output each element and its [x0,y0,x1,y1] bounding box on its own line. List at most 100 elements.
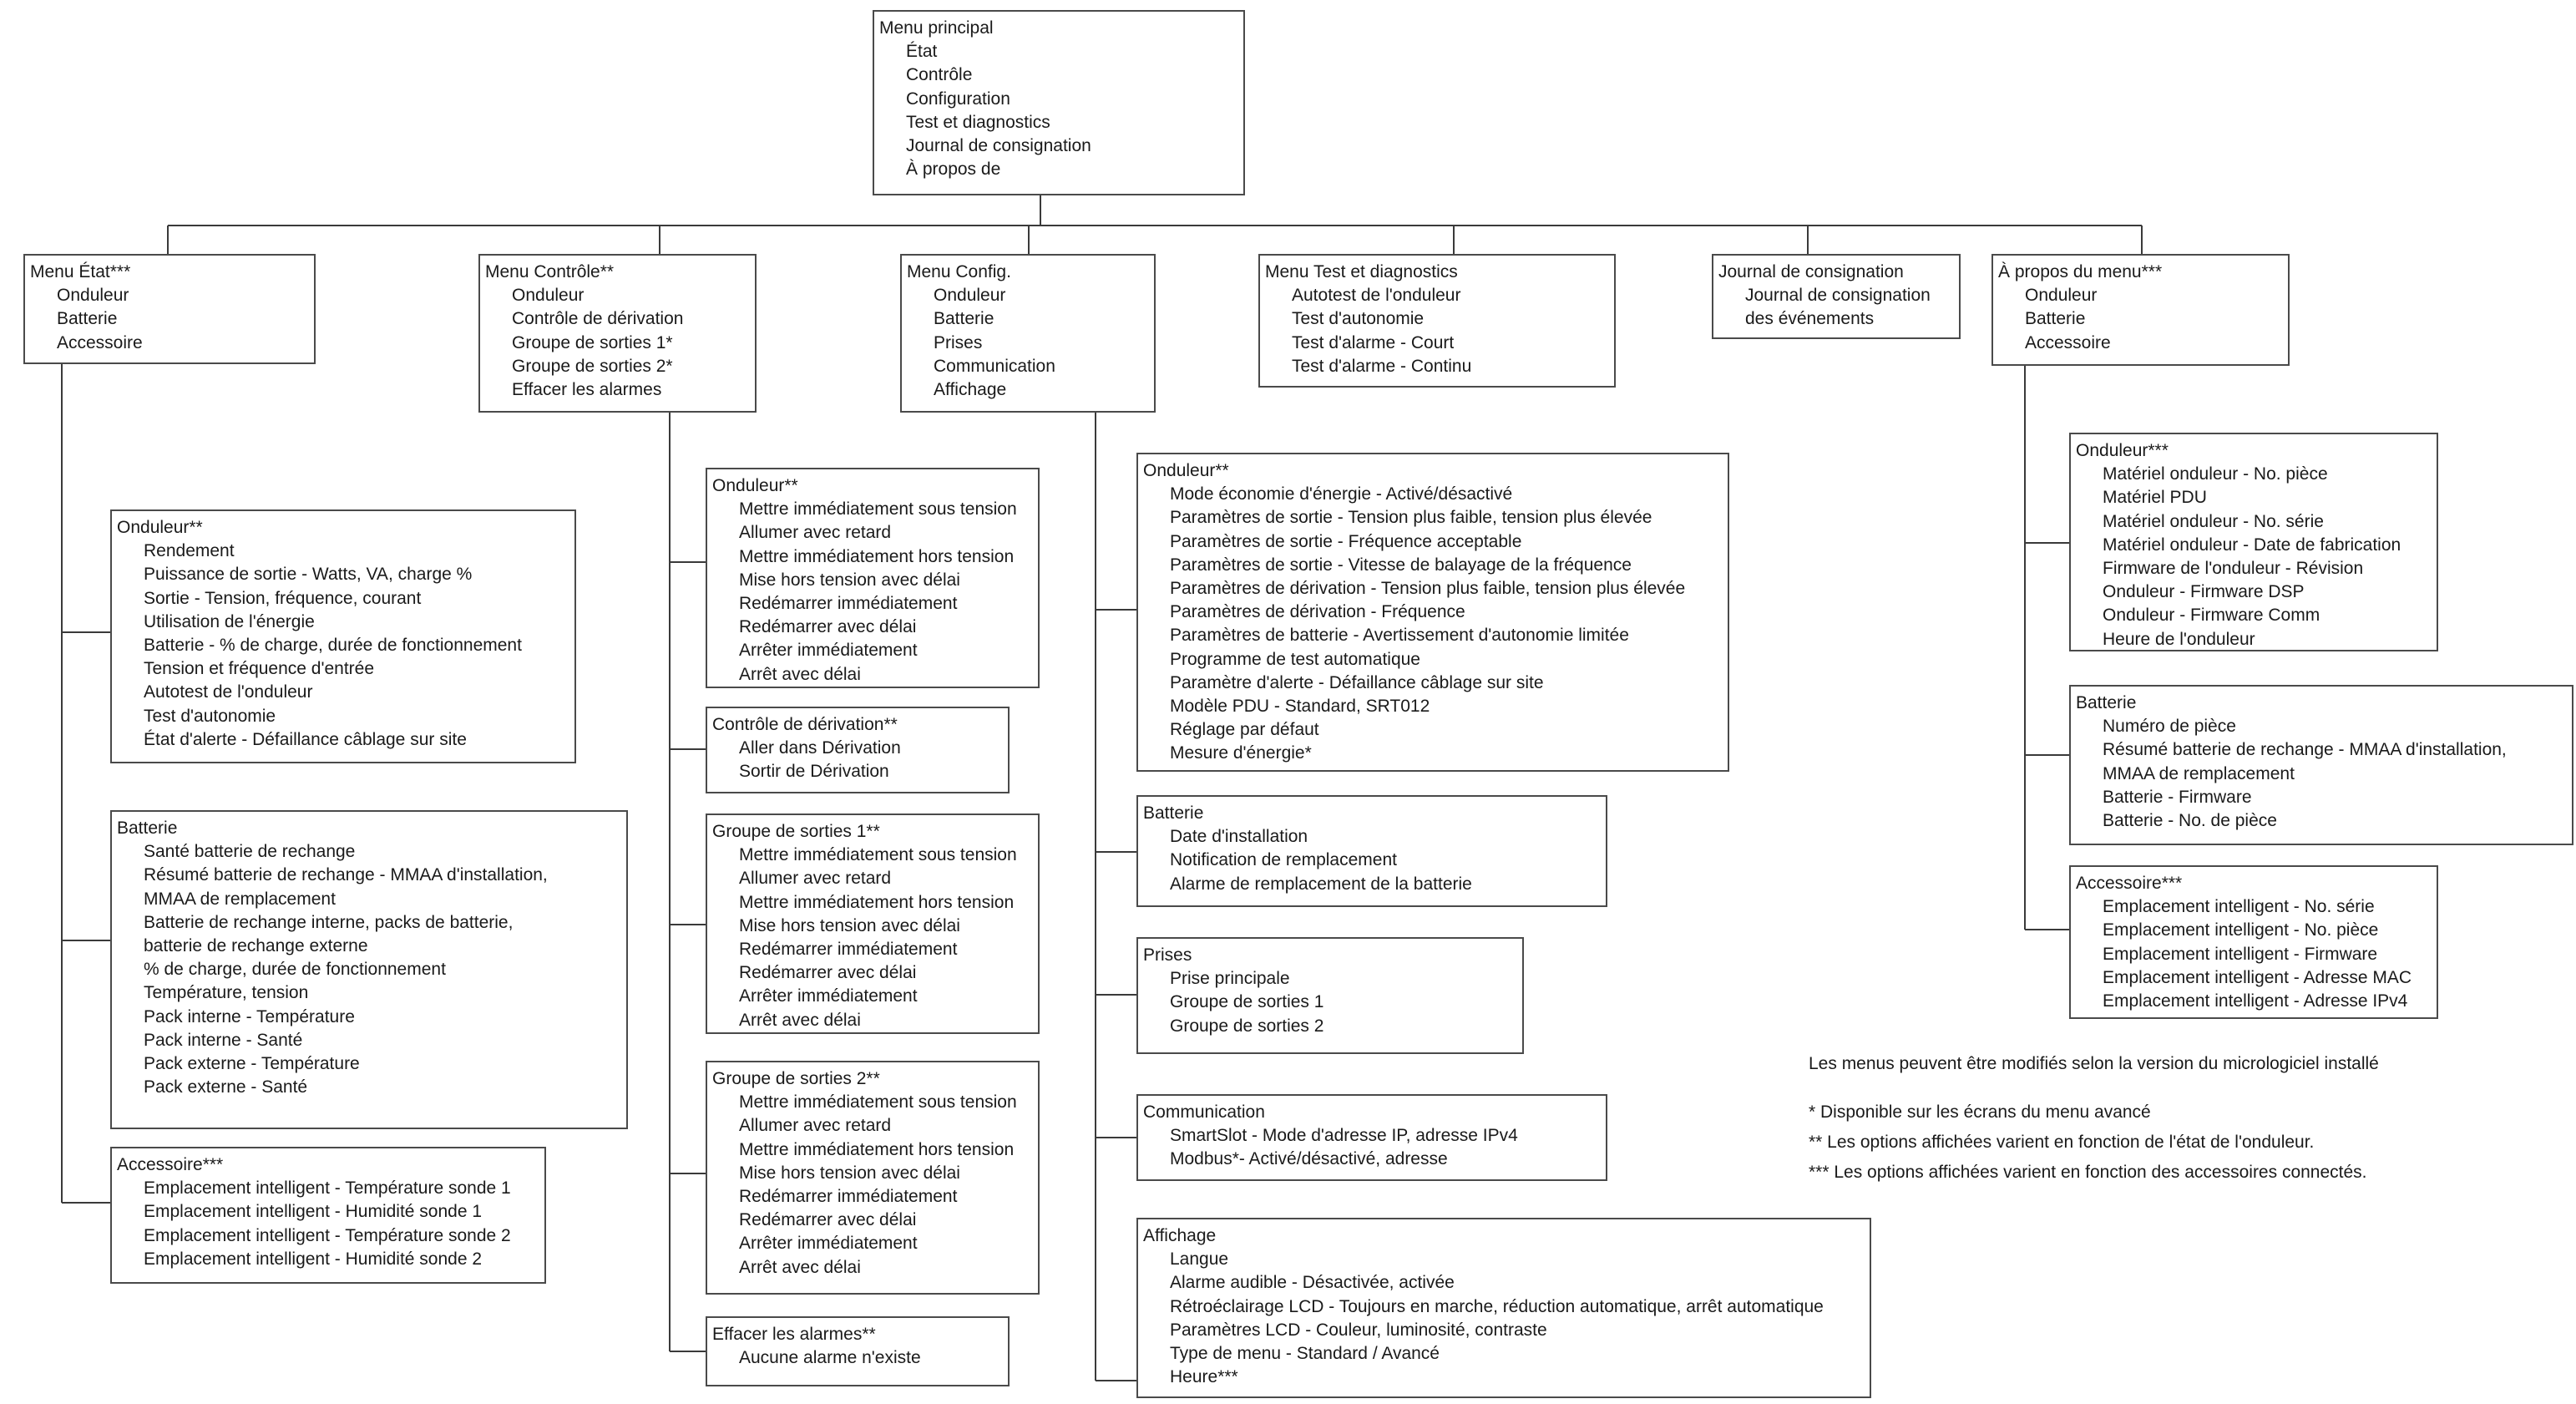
control-group2-item: Redémarrer avec délai [739,1210,917,1230]
test-menu-item: Autotest de l'onduleur [1292,286,1461,306]
config-ups-item: Mesure d'énergie* [1170,743,1312,763]
about-battery-item: Numéro de pièce [2103,717,2236,737]
status-menu-item: Onduleur [57,286,129,306]
status-battery-item: % de charge, durée de fonctionnement [144,960,446,980]
config-battery-item: Notification de remplacement [1170,850,1397,870]
about-menu-title: À propos du menu*** [1998,262,2163,281]
config-outlets-box: Prises Prise principale Groupe de sortie… [1136,937,1524,1054]
status-ups-title: Onduleur** [117,518,203,537]
about-ups-item: Firmware de l'onduleur - Révision [2103,559,2364,579]
control-group2-item: Arrêter immédiatement [739,1234,918,1254]
control-ups-item: Arrêt avec délai [739,664,861,684]
status-menu-item: Batterie [57,309,118,329]
status-ups-item: Tension et fréquence d'entrée [144,659,375,679]
main-menu-item: Contrôle [906,65,973,85]
about-battery-box: Batterie Numéro de pièce Résumé batterie… [2069,685,2573,845]
config-menu-item: Communication [934,356,1055,376]
firmware-note: Les menus peuvent être modifiés selon la… [1809,1054,2379,1073]
about-accessory-item: Emplacement intelligent - Firmware [2103,944,2378,964]
status-battery-item: batterie de rechange externe [144,936,368,956]
control-ups-item: Redémarrer immédiatement [739,594,958,614]
status-accessory-item: Emplacement intelligent - Température so… [144,1225,511,1245]
control-bypass-item: Sortir de Dérivation [739,762,889,782]
config-display-item: Heure*** [1170,1367,1238,1387]
config-display-item: Langue [1170,1249,1229,1270]
about-battery-title: Batterie [2076,693,2137,712]
config-outlets-title: Prises [1143,945,1192,965]
config-comm-title: Communication [1143,1102,1265,1122]
config-outlets-item: Groupe de sorties 2 [1170,1016,1324,1036]
config-ups-item: Paramètres de sortie - Vitesse de balaya… [1170,555,1632,575]
status-ups-item: Autotest de l'onduleur [144,682,313,702]
about-battery-item: MMAA de remplacement [2103,763,2295,783]
about-menu-item: Batterie [2025,309,2086,329]
config-ups-item: Paramètre d'alerte - Défaillance câblage… [1170,672,1544,692]
control-group1-item: Arrêter immédiatement [739,986,918,1006]
status-menu-title: Menu État*** [30,262,131,281]
about-accessory-title: Accessoire*** [2076,874,2183,893]
control-group2-title: Groupe de sorties 2** [712,1069,880,1088]
about-ups-item: Onduleur - Firmware Comm [2103,606,2320,626]
main-menu-item: Configuration [906,89,1010,109]
config-battery-item: Alarme de remplacement de la batterie [1170,874,1472,894]
control-group2-item: Redémarrer immédiatement [739,1187,958,1207]
config-display-item: Alarme audible - Désactivée, activée [1170,1273,1455,1293]
status-battery-item: Résumé batterie de rechange - MMAA d'ins… [144,865,548,885]
control-menu-item: Effacer les alarmes [512,380,662,400]
config-display-box: Affichage Langue Alarme audible - Désact… [1136,1218,1871,1398]
control-ups-item: Mettre immédiatement hors tension [739,546,1015,566]
status-ups-item: Sortie - Tension, fréquence, courant [144,588,422,608]
config-display-item: Type de menu - Standard / Avancé [1170,1344,1440,1364]
status-battery-item: Pack interne - Santé [144,1030,303,1050]
status-ups-item: État d'alerte - Défaillance câblage sur … [144,729,467,749]
footnote-single-star: * Disponible sur les écrans du menu avan… [1809,1102,2151,1122]
control-ups-item: Allumer avec retard [739,523,892,543]
status-ups-item: Rendement [144,541,235,561]
status-battery-item: Pack interne - Température [144,1006,355,1026]
config-battery-box: Batterie Date d'installation Notificatio… [1136,795,1607,907]
main-menu-title: Menu principal [879,18,994,38]
main-menu-item: À propos de [906,160,1001,180]
control-menu-item: Groupe de sorties 1* [512,332,673,352]
about-ups-item: Matériel onduleur - No. pièce [2103,464,2328,484]
about-ups-item: Matériel PDU [2103,488,2207,508]
control-bypass-item: Aller dans Dérivation [739,738,901,758]
config-display-item: Rétroéclairage LCD - Toujours en marche,… [1170,1296,1824,1316]
config-ups-item: Paramètres de dérivation - Fréquence [1170,602,1465,622]
control-group1-box: Groupe de sorties 1** Mettre immédiateme… [706,814,1040,1034]
log-menu-title: Journal de consignation [1718,262,1904,281]
control-ups-item: Redémarrer avec délai [739,617,917,637]
control-menu-item: Contrôle de dérivation [512,309,684,329]
control-group1-title: Groupe de sorties 1** [712,822,880,841]
test-menu-item: Test d'autonomie [1292,309,1425,329]
control-group2-box: Groupe de sorties 2** Mettre immédiateme… [706,1061,1040,1295]
status-battery-box: Batterie Santé batterie de rechange Résu… [110,810,628,1129]
config-menu-item: Onduleur [934,286,1006,306]
config-outlets-item: Groupe de sorties 1 [1170,992,1324,1012]
control-ups-item: Mettre immédiatement sous tension [739,499,1017,520]
config-outlets-item: Prise principale [1170,969,1290,989]
status-battery-item: Santé batterie de rechange [144,842,356,862]
status-accessory-item: Emplacement intelligent - Humidité sonde… [144,1249,483,1269]
config-display-title: Affichage [1143,1226,1217,1245]
about-ups-title: Onduleur*** [2076,441,2169,460]
main-menu-item: État [906,42,938,62]
control-menu-item: Onduleur [512,286,585,306]
status-accessory-title: Accessoire*** [117,1155,224,1174]
log-menu-item: des événements [1745,309,1875,329]
about-accessory-box: Accessoire*** Emplacement intelligent - … [2069,865,2438,1019]
status-battery-item: Batterie de rechange interne, packs de b… [144,912,514,932]
log-menu-box: Journal de consignation Journal de consi… [1712,254,1961,339]
control-group2-item: Allumer avec retard [739,1116,892,1136]
config-menu-item: Prises [934,332,983,352]
status-battery-item: Pack externe - Température [144,1054,360,1074]
test-menu-item: Test d'alarme - Continu [1292,356,1472,376]
control-clear-item: Aucune alarme n'existe [739,1348,921,1368]
test-menu-item: Test d'alarme - Court [1292,332,1455,352]
control-menu-item: Groupe de sorties 2* [512,356,673,376]
config-ups-item: Réglage par défaut [1170,720,1319,740]
status-menu-item: Accessoire [57,332,143,352]
footnote-triple-star: *** Les options affichées varient en fon… [1809,1163,2367,1182]
status-ups-box: Onduleur** Rendement Puissance de sortie… [110,509,576,763]
